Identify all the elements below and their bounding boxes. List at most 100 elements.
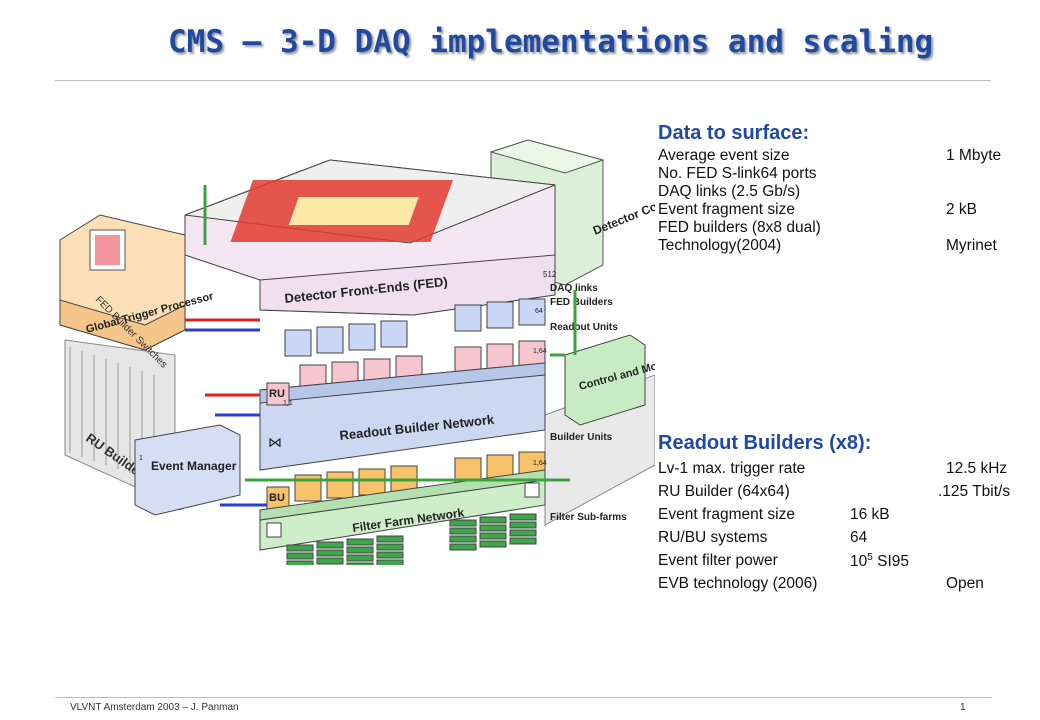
fed-builder-unit (486, 301, 514, 329)
filter-unit (509, 529, 537, 537)
fed-builder-unit (316, 326, 344, 354)
em-count-1: 1 (139, 455, 143, 462)
ffn-switch-left (266, 522, 282, 538)
spec-label: RU/BU systems (658, 529, 768, 546)
filter-unit (376, 551, 404, 559)
ffn-switch-right (524, 482, 540, 498)
spec-label: Average event size (658, 147, 790, 164)
ru-count-1-1: 1,1 (283, 400, 293, 407)
spec-row: Technology(2004)Myrinet (658, 237, 1040, 255)
spec-row: EVB technology (2006) Open (658, 575, 1040, 598)
filter-units-grid (286, 513, 537, 565)
fed-builders-label: FED Builders (550, 297, 613, 308)
spec-value: Open (946, 575, 984, 592)
fed-builders-row (284, 298, 546, 357)
spec-value: 105 SI95 (850, 552, 909, 571)
filter-unit (346, 554, 374, 562)
filter-unit (346, 538, 374, 546)
footer-text: VLVNT Amsterdam 2003 – J. Panman (70, 702, 239, 713)
data-to-surface-heading: Data to surface: (658, 122, 810, 144)
page-title: CMS – 3-D DAQ implementations and scalin… (168, 24, 934, 60)
spec-value: .125 Tbit/s (938, 483, 1011, 500)
spec-value-exponent: 5 (867, 552, 873, 563)
connections (185, 185, 577, 507)
ru-count-1-64: 1,64 (533, 348, 547, 355)
spec-value-base: 10 (850, 553, 868, 571)
filter-unit (286, 544, 314, 552)
spec-label: FED builders (8x8 dual) (658, 219, 821, 236)
event-manager-box: Event Manager 1 (134, 424, 241, 516)
filter-unit (479, 516, 507, 524)
control-monitor-box: Control and Monitor (564, 334, 655, 426)
spec-row: RU Builder (64x64) .125 Tbit/s (658, 483, 1040, 506)
spec-value: 2 kB (946, 201, 978, 218)
readout-builder-network-box: Readout Builder Network ⋈ (259, 362, 546, 471)
event-manager-label: Event Manager (151, 459, 237, 473)
ru-label: RU (269, 388, 285, 400)
filter-unit (509, 513, 537, 521)
readout-unit (518, 340, 546, 368)
fed-box: Detector Front-Ends (FED) 512 (184, 159, 557, 316)
filter-unit (449, 535, 477, 543)
page-number: 1 (960, 702, 966, 713)
filter-unit (346, 546, 374, 554)
builder-units-label: Builder Units (550, 432, 613, 443)
fed-builders-count-64: 64 (535, 308, 543, 315)
spec-label: Event fragment size (658, 506, 795, 523)
filter-subfarms-label: Filter Sub-farms (550, 512, 627, 523)
fed-builder-unit (284, 329, 312, 357)
fed-builder-unit (454, 304, 482, 332)
ru-unit-left (266, 382, 290, 406)
spec-label: Lv-1 max. trigger rate (658, 460, 806, 477)
filter-unit (376, 535, 404, 543)
filter-unit (346, 562, 374, 565)
fu-label: FU (267, 564, 282, 565)
daq-diagram: RU Builders (1 to 8) Detector Controls D… (59, 139, 655, 565)
spec-row: DAQ links (2.5 Gb/s) (658, 183, 1040, 201)
filter-unit (509, 537, 537, 545)
readout-unit (486, 343, 514, 371)
filter-unit (479, 532, 507, 540)
filter-unit (316, 557, 344, 565)
filter-unit (376, 543, 404, 551)
title-divider (55, 80, 991, 81)
spec-label: Event fragment size (658, 201, 795, 218)
fed-builder-unit (518, 298, 546, 326)
filter-unit (449, 543, 477, 551)
filter-unit (479, 524, 507, 532)
fed-count-512: 512 (543, 270, 557, 279)
readout-unit (454, 346, 482, 374)
spec-value: 16 kB (850, 506, 890, 523)
filter-unit (316, 549, 344, 557)
builder-unit (326, 471, 354, 499)
spec-row: FED builders (8x8 dual) (658, 219, 1040, 237)
spec-row: Lv-1 max. trigger rate 12.5 kHz (658, 460, 1040, 483)
spec-row: Event filter power 105 SI95 (658, 552, 1040, 575)
spec-row: Event fragment size 2 kB (658, 201, 1040, 219)
global-trigger-processor-box: Global Trigger Processor (59, 214, 215, 351)
filter-unit (509, 521, 537, 529)
footer-divider (55, 697, 991, 698)
readout-builders-heading: Readout Builders (x8): (658, 432, 872, 454)
filter-unit (449, 519, 477, 527)
spec-label: EVB technology (2006) (658, 575, 818, 592)
spec-label: DAQ links (2.5 Gb/s) (658, 183, 801, 200)
rbn-node-icon: ⋈ (268, 434, 282, 450)
spec-row: RU/BU systems 64 (658, 529, 1040, 552)
spec-value: 64 (850, 529, 868, 546)
bu-count-1-64: 1,64 (533, 460, 547, 467)
spec-value: Myrinet (946, 237, 997, 254)
spec-value: 12.5 kHz (946, 460, 1008, 477)
filter-unit (316, 541, 344, 549)
filter-unit (479, 540, 507, 548)
spec-label: RU Builder (64x64) (658, 483, 790, 500)
spec-row: No. FED S-link64 ports (658, 165, 1040, 183)
builder-unit (358, 468, 386, 496)
spec-row: Event fragment size 16 kB (658, 506, 1040, 529)
readout-label: Readout Units (550, 322, 618, 333)
spec-label: Event filter power (658, 552, 778, 569)
filter-unit (449, 527, 477, 535)
spec-label: No. FED S-link64 ports (658, 165, 817, 182)
